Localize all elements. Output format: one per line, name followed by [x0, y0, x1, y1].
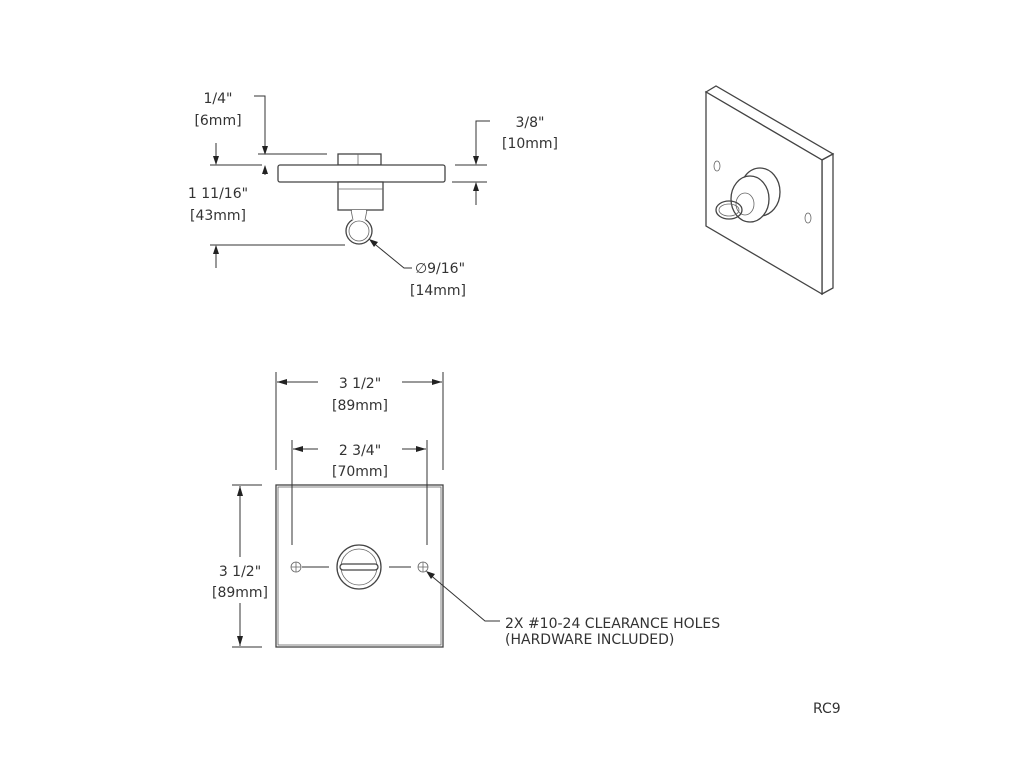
dimension-nut-height: 3/8" [10mm] [452, 115, 558, 205]
top-view: 3 1/2" [89mm] 2 3/4" [70mm] 3 1/2" [89mm… [212, 372, 720, 648]
hole-callout: 2X #10-24 CLEARANCE HOLES (HARDWARE INCL… [426, 571, 720, 648]
model-code: RC9 [813, 701, 841, 717]
dim-overall-height-imperial: 1 11/16" [188, 186, 248, 202]
dimension-overall-height: 1 11/16" [43mm] [188, 143, 345, 268]
dim-nut-height-metric: [10mm] [502, 136, 558, 152]
side-view: 1/4" [6mm] 1 11/16" [43mm] 3/8" [10mm] [188, 91, 558, 299]
dim-hole-spacing-imperial: 2 3/4" [339, 443, 381, 459]
side-view-part [277, 153, 446, 245]
dimension-width: 3 1/2" [89mm] [275, 372, 444, 470]
hole-note-line2: (HARDWARE INCLUDED) [505, 632, 674, 648]
dim-hole-spacing-metric: [70mm] [332, 464, 388, 480]
dim-ring-diameter-imperial: ∅9/16" [415, 261, 465, 277]
dim-plate-thickness-metric: [6mm] [194, 113, 241, 129]
isometric-view [704, 85, 835, 296]
dim-plate-thickness-imperial: 1/4" [204, 91, 233, 107]
hole-note-line1: 2X #10-24 CLEARANCE HOLES [505, 616, 720, 632]
dim-ring-diameter-metric: [14mm] [410, 283, 466, 299]
dim-overall-height-metric: [43mm] [190, 208, 246, 224]
dim-width-imperial: 3 1/2" [339, 376, 381, 392]
dim-height-metric: [89mm] [212, 585, 268, 601]
dimension-ring-diameter: ∅9/16" [14mm] [369, 239, 466, 299]
top-view-part [275, 484, 444, 648]
dim-nut-height-imperial: 3/8" [516, 115, 545, 131]
dimension-plate-thickness: 1/4" [6mm] [194, 91, 327, 175]
dim-height-imperial: 3 1/2" [219, 564, 261, 580]
dimension-hole-spacing: 2 3/4" [70mm] [291, 440, 428, 545]
dim-width-metric: [89mm] [332, 398, 388, 414]
dimension-height: 3 1/2" [89mm] [212, 484, 268, 648]
